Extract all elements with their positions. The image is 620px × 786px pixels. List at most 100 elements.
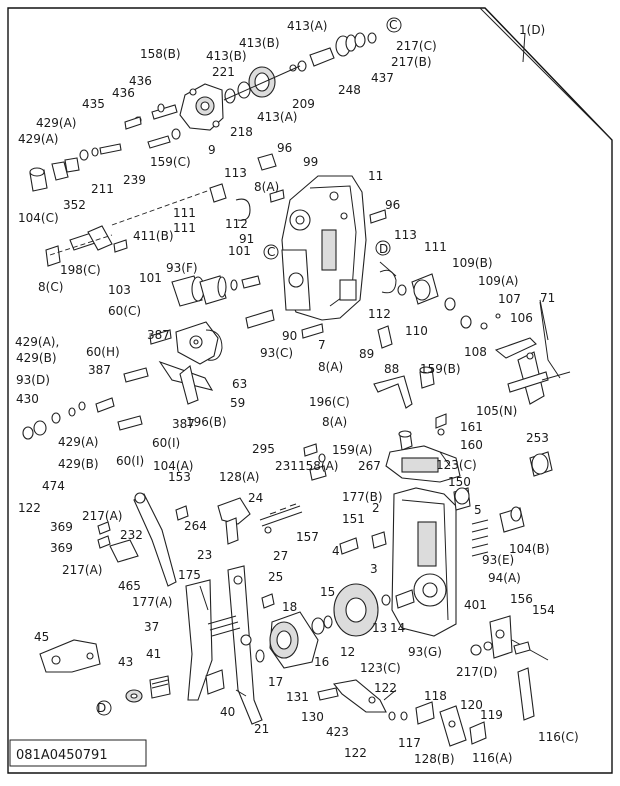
part-label: 160 xyxy=(460,438,483,452)
part-label: 232 xyxy=(120,528,143,542)
part-label: 128(B) xyxy=(414,752,455,766)
leader-lines xyxy=(199,261,549,697)
part-label: 8(C) xyxy=(38,280,63,294)
part-label: 217(D) xyxy=(456,665,498,679)
part-label: 465 xyxy=(118,579,141,593)
part-label: 111 xyxy=(173,221,196,235)
part-label: 264 xyxy=(184,519,207,533)
part-label: 369 xyxy=(50,520,73,534)
part-label: 158(B) xyxy=(140,47,181,61)
part-label: 116(C) xyxy=(538,730,579,744)
part-label: 110 xyxy=(405,324,428,338)
part-label: 106 xyxy=(510,311,533,325)
part-label: 177(A) xyxy=(132,595,172,609)
part-label: 96 xyxy=(277,141,292,155)
part-label: 91 xyxy=(239,232,254,246)
part-label: 104(A) xyxy=(153,459,193,473)
part-label: 37 xyxy=(144,620,159,634)
part-label: 423 xyxy=(326,725,349,739)
part-label: 24 xyxy=(248,491,263,505)
part-label: 211 xyxy=(91,182,114,196)
part-label: 8(A) xyxy=(322,415,347,429)
part-label: 43 xyxy=(118,655,133,669)
part-label: 387 xyxy=(172,417,195,431)
part-label: 159(A) xyxy=(332,443,372,457)
part-label: 94(A) xyxy=(488,571,521,585)
bracket-group xyxy=(317,615,549,747)
governor-housing xyxy=(209,153,501,349)
part-label: 60(C) xyxy=(108,304,141,318)
part-label: 108 xyxy=(464,345,487,359)
part-label: 40 xyxy=(220,705,235,719)
part-label: 101 xyxy=(139,271,162,285)
part-label: 122 xyxy=(344,746,367,760)
part-label: 117 xyxy=(398,736,421,750)
governor-cover-group xyxy=(29,32,377,192)
part-label: 5 xyxy=(474,503,482,517)
part-label: 60(I) xyxy=(152,436,180,450)
part-label: 217(B) xyxy=(391,55,432,69)
part-label: 474 xyxy=(42,479,65,493)
part-label: 104(B) xyxy=(509,542,550,556)
stop-lever-group xyxy=(39,565,333,725)
part-label: 93(F) xyxy=(166,261,198,275)
part-label: 429(A) xyxy=(18,132,58,146)
part-label: 159(B) xyxy=(420,362,461,376)
part-label: 128(A) xyxy=(219,470,259,484)
part-label: 413(A) xyxy=(287,19,327,33)
part-label: 120 xyxy=(460,698,483,712)
part-label: 93(D) xyxy=(16,373,50,387)
part-label: 71 xyxy=(540,291,555,305)
part-label: 17 xyxy=(268,675,283,689)
part-label: 89 xyxy=(359,347,374,361)
part-label: 387 xyxy=(88,363,111,377)
part-label: 239 xyxy=(123,173,146,187)
part-label: 198(C) xyxy=(60,263,101,277)
reference-circles xyxy=(96,17,402,716)
drawing-number: 081A0450791 xyxy=(16,748,108,763)
part-label: 267 xyxy=(358,459,381,473)
part-label: 196(B) xyxy=(186,415,227,429)
part-label: 429(A) xyxy=(36,116,76,130)
part-label: 196(C) xyxy=(309,395,350,409)
part-label: 151 xyxy=(342,512,365,526)
diagram-frame xyxy=(7,7,613,774)
part-label: 218 xyxy=(230,125,253,139)
part-label: 2 xyxy=(372,501,380,515)
part-label: 401 xyxy=(464,598,487,612)
part-label: 8(A) xyxy=(254,180,279,194)
part-label: 295 xyxy=(252,442,275,456)
part-label: 253 xyxy=(526,431,549,445)
part-label: 430 xyxy=(16,392,39,406)
part-label: 109(B) xyxy=(452,256,493,270)
part-labels: 413(A)C217(C)1(D)158(B)221413(B)413(B)21… xyxy=(15,18,579,766)
part-label: 156 xyxy=(510,592,533,606)
part-label: 16 xyxy=(314,655,329,669)
part-label: 23 xyxy=(197,548,212,562)
part-label: 12 xyxy=(340,645,355,659)
part-label: 123(C) xyxy=(436,458,477,472)
part-label: 59 xyxy=(230,396,245,410)
part-label: 413(A) xyxy=(257,110,297,124)
part-label: 9 xyxy=(208,143,216,157)
part-label: 436 xyxy=(129,74,152,88)
part-label: 150 xyxy=(448,475,471,489)
part-label: 107 xyxy=(498,292,521,306)
part-label: 25 xyxy=(268,570,283,584)
part-label: 3 xyxy=(370,562,378,576)
part-label: 93(E) xyxy=(482,553,514,567)
pump-body xyxy=(303,443,525,637)
part-label: 429(B) xyxy=(58,457,99,471)
part-label: 413(B) xyxy=(206,49,247,63)
control-lever-group xyxy=(97,492,303,587)
part-label: 90 xyxy=(282,329,297,343)
part-label: 429(B) xyxy=(16,351,57,365)
part-label: 113 xyxy=(394,228,417,242)
part-label: 217(A) xyxy=(82,509,122,523)
drawing-number-box xyxy=(9,739,147,767)
part-label: 111 xyxy=(173,206,196,220)
part-label: 93(G) xyxy=(408,645,442,659)
part-label: 88 xyxy=(384,362,399,376)
